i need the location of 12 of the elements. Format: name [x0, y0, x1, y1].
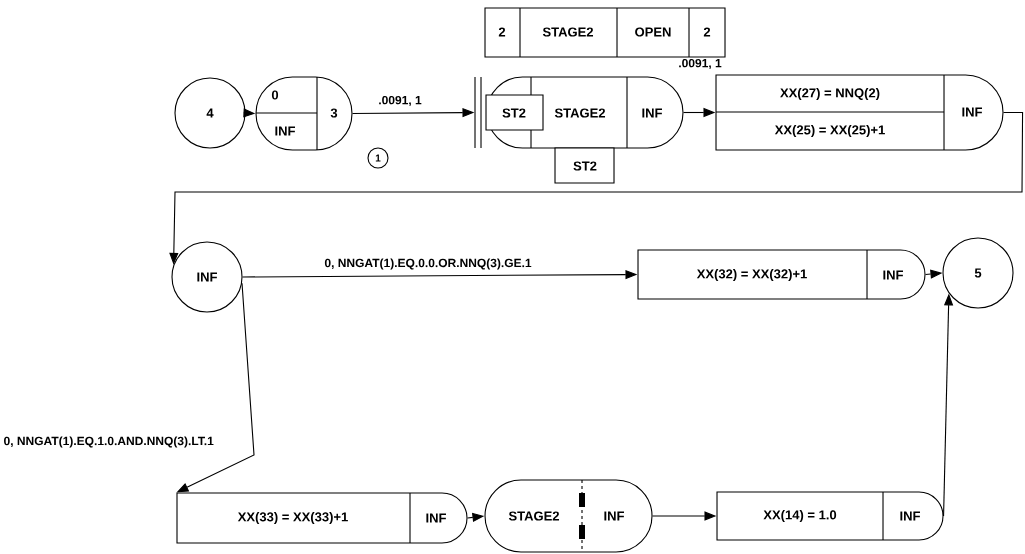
assign-node: XX(27) = NNQ(2) XX(25) = XX(25)+1 INF: [715, 74, 1004, 151]
assign-node: XX(14) = 1.0 INF: [716, 491, 944, 541]
source-node: 0 INF 3: [255, 76, 353, 151]
queue-node: STAGE2 INF: [484, 479, 653, 553]
assign-node: XX(33) = XX(33)+1 INF: [176, 492, 468, 544]
edge-label: 0, NNGAT(1).EQ.1.0.AND.NNQ(3).LT.1: [2, 435, 215, 449]
assign-node: XX(32) = XX(32)+1 INF: [637, 249, 926, 300]
queue-node: ST2 STAGE2 INF: [474, 76, 684, 149]
edge-label: .0091, 1: [377, 94, 423, 108]
label-box: ST2: [554, 147, 615, 184]
edge-label: 0, NNGAT(1).EQ.0.0.OR.NNQ(3).GE.1: [323, 257, 533, 271]
resource-table: 2 STAGE2 OPEN 2: [484, 7, 726, 58]
